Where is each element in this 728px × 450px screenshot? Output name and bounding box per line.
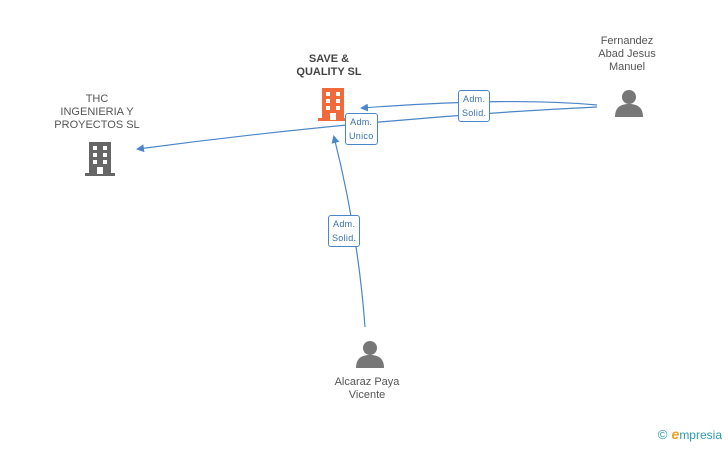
brand-initial: e xyxy=(671,426,680,442)
company-label-thc[interactable]: THC INGENIERIA Y PROYECTOS SL xyxy=(54,93,140,131)
copyright-icon: © xyxy=(657,426,668,442)
person-icon[interactable] xyxy=(615,90,643,117)
person-label-fernandez[interactable]: Fernandez Abad Jesus Manuel xyxy=(598,35,656,73)
company-label-save-quality[interactable]: SAVE & QUALITY SL xyxy=(296,53,362,78)
relation-label-alcaraz-save: Adm. Solid. xyxy=(328,215,361,247)
building-icon[interactable] xyxy=(85,142,115,176)
relation-label-fernandez-save: Adm. Solid. xyxy=(458,90,491,122)
relation-label-save-thc: Adm. Unico xyxy=(345,113,378,145)
building-icon[interactable] xyxy=(318,88,348,121)
brand-logo: © empresia xyxy=(658,426,722,442)
person-label-alcaraz[interactable]: Alcaraz Paya Vicente xyxy=(334,376,400,401)
edge-fernandez-to-save xyxy=(360,100,598,112)
person-icon[interactable] xyxy=(356,341,384,368)
brand-name: mpresia xyxy=(679,428,722,442)
